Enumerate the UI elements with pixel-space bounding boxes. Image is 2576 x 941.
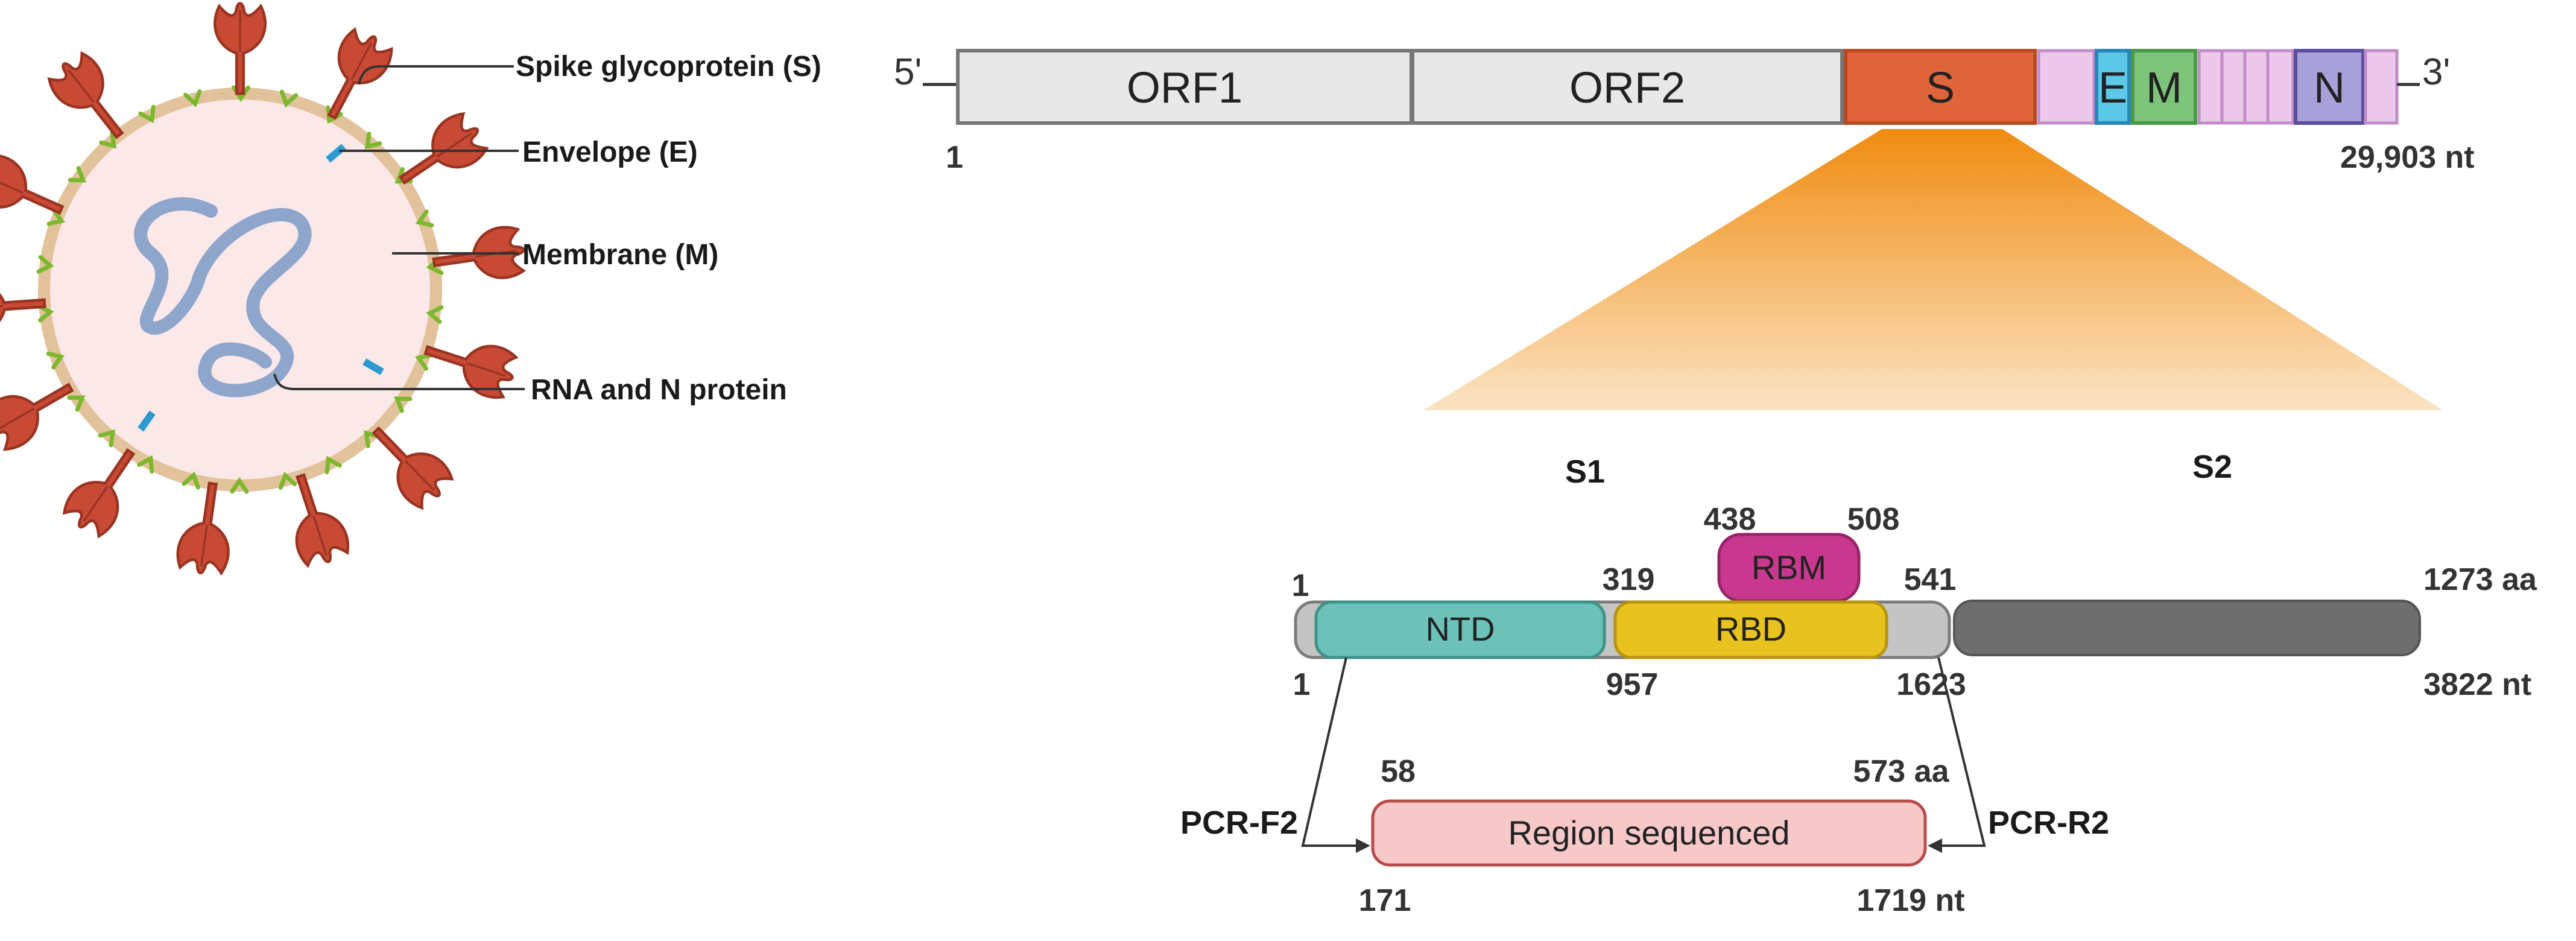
primer-r-line	[1934, 657, 1986, 847]
envelope-proteins	[138, 144, 384, 432]
envelope-protein	[138, 410, 156, 432]
s-segment	[1844, 49, 2037, 125]
envelope-protein	[326, 144, 346, 163]
nt-957-label: 957	[1606, 667, 1659, 702]
primer-f-label: PCR-F2	[1180, 805, 1298, 841]
five-prime-label: 5'	[894, 51, 922, 93]
n-segment	[2294, 49, 2365, 125]
seq-aa-start-label: 58	[1381, 754, 1416, 789]
s2-label: S2	[2192, 449, 2232, 485]
zoom-trapezoid	[1423, 129, 2443, 410]
spike-label: Spike glycoprotein (S)	[516, 51, 821, 83]
e-label: E	[2098, 64, 2127, 112]
s-label: S	[1926, 64, 1955, 112]
sequenced-label: Region sequenced	[1508, 814, 1790, 852]
m-label: M	[2146, 64, 2182, 112]
seq-aa-end-label: 573 aa	[1853, 754, 1949, 789]
ntd-domain	[1314, 600, 1606, 659]
spike-protein-map: S1 S2 438 508 RBM 1 319 541 1273 aa NTD …	[1292, 449, 2538, 702]
rbd-domain	[1613, 600, 1888, 659]
seq-nt-start-label: 171	[1359, 883, 1411, 918]
nt-end-label: 3822 nt	[2423, 667, 2531, 702]
virion: Spike glycoprotein (S) Envelope (E) Memb…	[0, 4, 821, 577]
s2-subunit	[1953, 600, 2421, 656]
accessory-orf-segment	[2037, 49, 2096, 125]
rbd-label: RBD	[1715, 610, 1786, 648]
rna-strand	[134, 197, 312, 398]
seq-nt-end-label: 1719 nt	[1856, 883, 1964, 918]
membrane-label: Membrane (M)	[522, 239, 718, 271]
rna-label: RNA and N protein	[531, 374, 787, 406]
orf1-label: ORF1	[1127, 64, 1242, 112]
virion-envelope	[38, 87, 442, 492]
n-label: N	[2314, 64, 2345, 112]
aa-541-label: 541	[1904, 562, 1957, 597]
nt-1623-label: 1623	[1896, 667, 1966, 702]
primer-f-arrowhead	[1356, 838, 1370, 853]
rna-callout-line	[273, 373, 525, 390]
nt-start-label: 1	[1293, 667, 1311, 702]
genome-end-label: 29,903 nt	[2340, 140, 2475, 175]
three-prime-label: 3'	[2422, 51, 2450, 93]
orf2-segment	[1411, 49, 1844, 125]
aa-319-label: 319	[1603, 562, 1655, 597]
primer-f-line	[1301, 657, 1366, 847]
rbm-label: RBM	[1752, 548, 1826, 586]
aa-end-label: 1273 aa	[2423, 562, 2537, 597]
spike-glycoprotein-icon	[215, 4, 265, 94]
spike-callout-line	[358, 65, 514, 85]
callout-lines	[273, 65, 525, 390]
primer-r-label: PCR-R2	[1988, 805, 2109, 841]
spike-glycoprotein-icon	[176, 480, 238, 577]
orf2-label: ORF2	[1569, 64, 1685, 112]
genome-map: 5' ORF1 ORF2 S E M N 3' 1 29,903 nt	[894, 49, 2475, 175]
spike-glycoprotein-icon	[431, 225, 527, 287]
primer-r-arrowhead	[1928, 838, 1942, 853]
envelope-label: Envelope (E)	[522, 136, 698, 168]
ntd-label: NTD	[1425, 610, 1495, 648]
genome-start-label: 1	[946, 140, 963, 175]
e-segment	[2095, 49, 2131, 125]
rbm-start-label: 438	[1704, 502, 1756, 537]
sequenced-box	[1371, 799, 1927, 867]
rbm-end-label: 508	[1847, 502, 1900, 537]
aa-start-label: 1	[1292, 568, 1309, 603]
envelope-protein	[362, 358, 384, 375]
orf10-segment	[2364, 49, 2399, 125]
m-segment	[2131, 49, 2197, 125]
sequenced-region: 58 573 aa Region sequenced 171 1719 nt P…	[1180, 657, 2109, 918]
s1-label: S1	[1565, 454, 1605, 490]
